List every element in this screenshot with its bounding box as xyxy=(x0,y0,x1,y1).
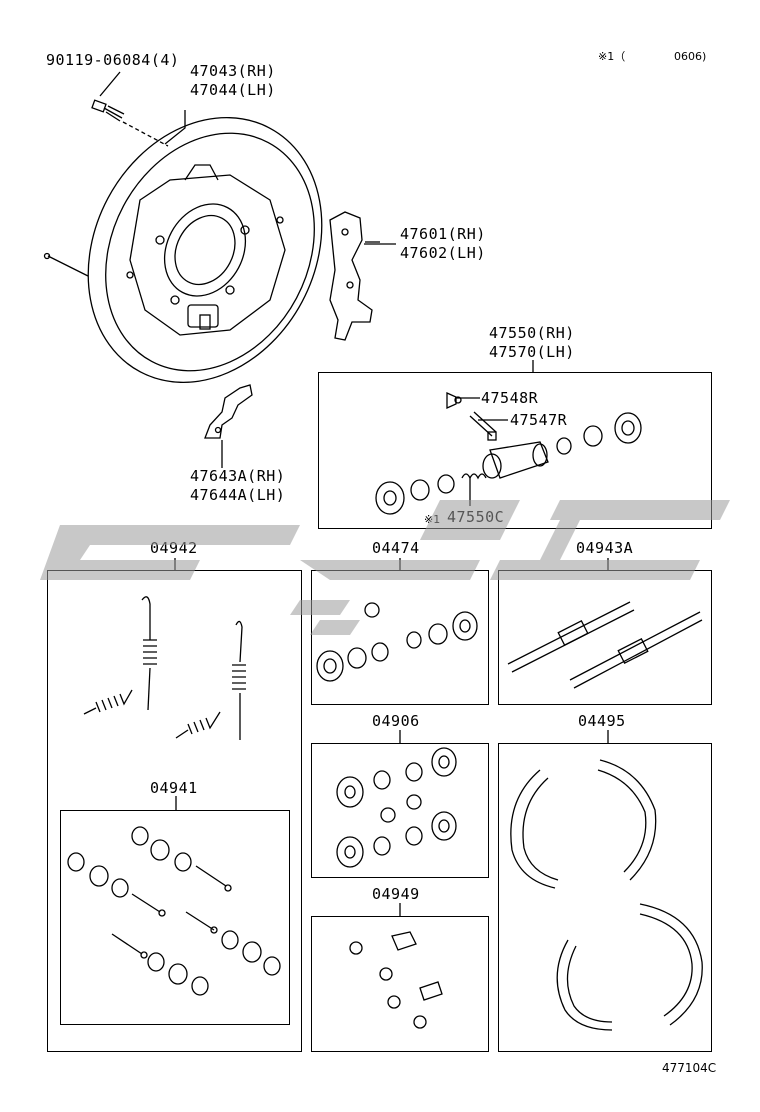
adjusters-04943A-drawing xyxy=(507,601,703,689)
kit-04906-box xyxy=(311,743,489,878)
kit-04495-box xyxy=(498,743,712,1052)
wheel-cylinder-drawing xyxy=(375,391,642,515)
label-kit-04906: 04906 xyxy=(372,712,420,730)
kit-04474-box xyxy=(311,570,489,705)
springs-04942-drawing xyxy=(83,596,246,740)
backing-plate-drawing xyxy=(87,117,323,383)
label-cylinder-kit-mark: ※1 xyxy=(424,513,441,526)
label-lever-lh: 47602(LH) xyxy=(400,244,486,262)
note-code: 0606) xyxy=(674,50,707,63)
label-cylinder-kit: 47550C xyxy=(447,508,505,526)
label-backing-plate-rh: 47043(RH) xyxy=(190,62,276,80)
label-bracket-lh: 47644A(LH) xyxy=(190,486,286,504)
label-bleeder-cap: 47548R xyxy=(481,389,539,407)
parts-04949-drawing xyxy=(349,931,443,1029)
label-bolt: 90119-06084(4) xyxy=(46,51,180,69)
pin-drawing xyxy=(47,255,89,277)
bracket-drawing xyxy=(204,384,253,468)
parts-04906-drawing xyxy=(336,747,457,868)
kit-04941-box xyxy=(60,810,290,1025)
kit-04943A-box xyxy=(498,570,712,705)
label-bracket-rh: 47643A(RH) xyxy=(190,467,286,485)
brake-shoes-04495-drawing xyxy=(510,759,703,1031)
label-bleeder-plug: 47547R xyxy=(510,411,568,429)
label-kit-04943A: 04943A xyxy=(576,539,634,557)
label-cylinder-lh: 47570(LH) xyxy=(489,343,575,361)
lever-drawing xyxy=(329,211,380,341)
bolt-drawing xyxy=(91,99,169,147)
label-kit-04941: 04941 xyxy=(150,779,198,797)
parts-04474-drawing xyxy=(316,602,478,682)
figure-id: 477104C xyxy=(662,1061,717,1075)
parts-04941-drawing xyxy=(67,826,281,996)
kit-04949-box xyxy=(311,916,489,1052)
label-kit-04949: 04949 xyxy=(372,885,420,903)
label-kit-04474: 04474 xyxy=(372,539,420,557)
label-backing-plate-lh: 47044(LH) xyxy=(190,81,276,99)
note-mark: ※1（ xyxy=(598,50,626,63)
label-cylinder-rh: 47550(RH) xyxy=(489,324,575,342)
label-kit-04942: 04942 xyxy=(150,539,198,557)
label-lever-rh: 47601(RH) xyxy=(400,225,486,243)
label-kit-04495: 04495 xyxy=(578,712,626,730)
